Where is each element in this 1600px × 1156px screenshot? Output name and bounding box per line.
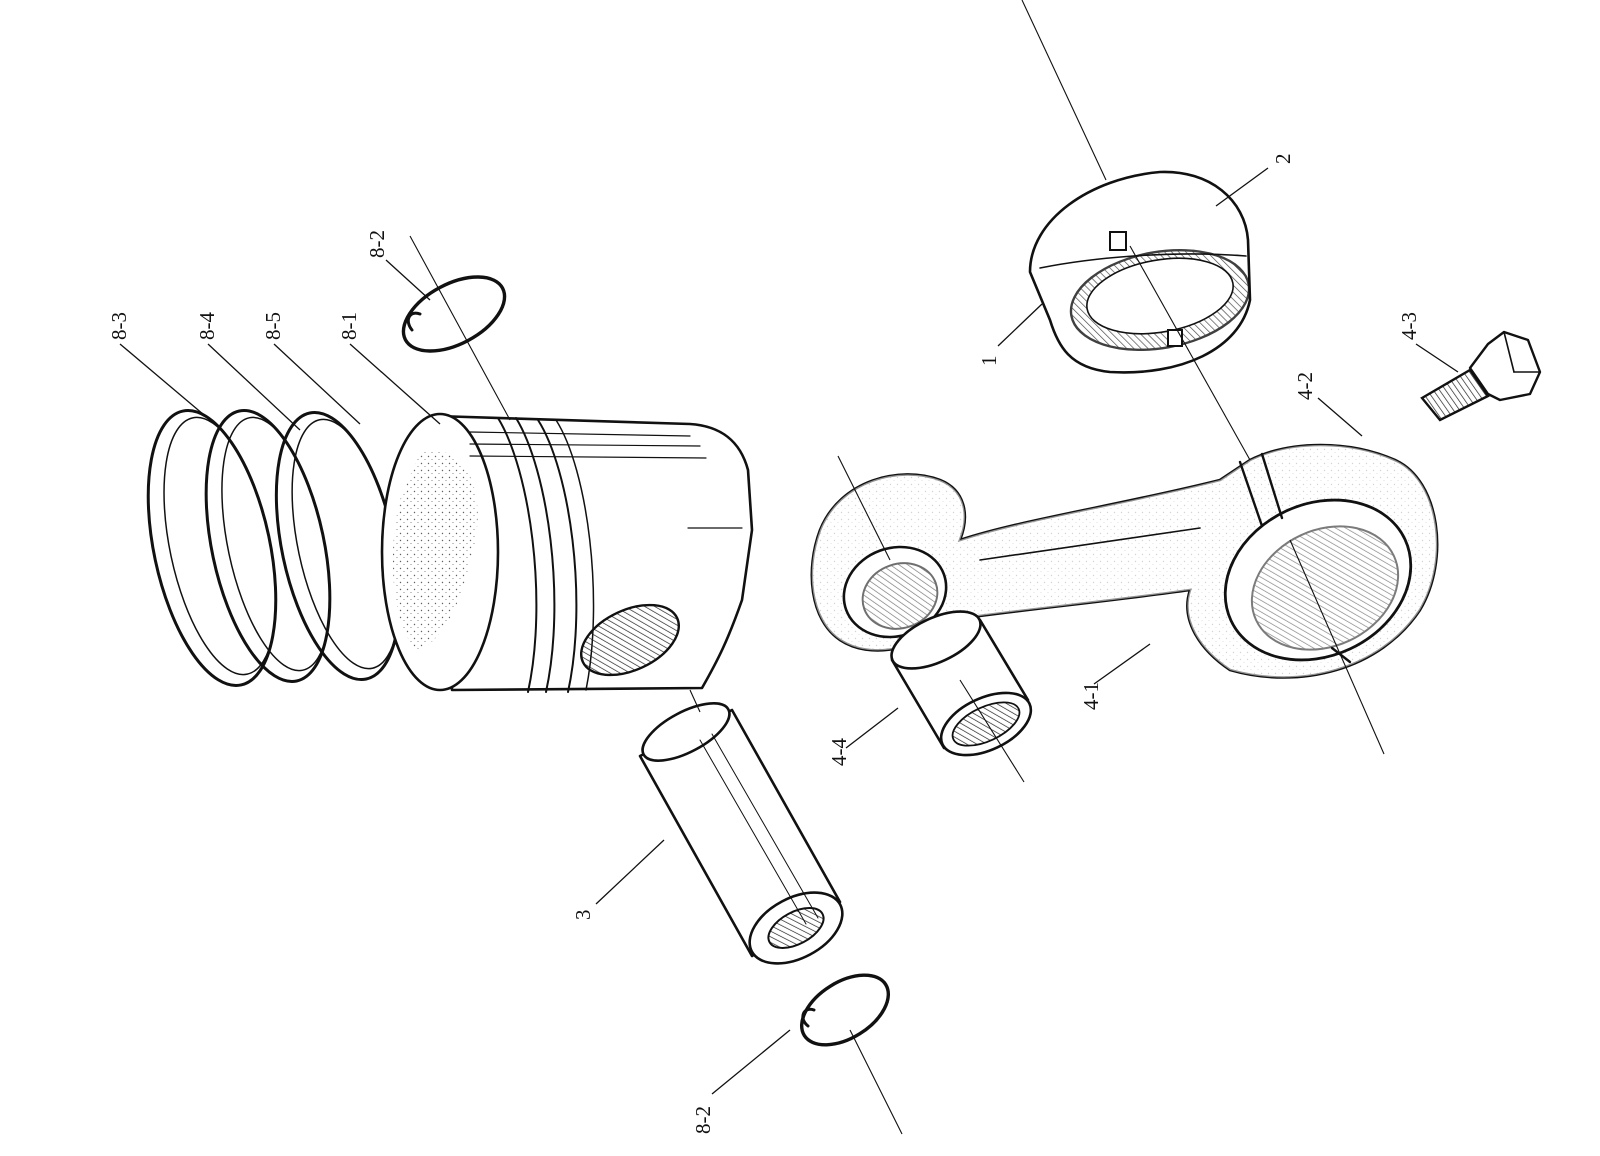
label-2: 2 (1271, 154, 1295, 165)
circlip-top (401, 275, 507, 353)
label-8-1: 8-1 (337, 312, 361, 340)
piston (380, 412, 754, 693)
label-3: 3 (571, 910, 595, 921)
label-8-3: 8-3 (107, 312, 131, 340)
label-8-2-top: 8-2 (365, 230, 389, 258)
label-1: 1 (977, 356, 1001, 367)
small-end-bush (890, 610, 1033, 757)
rod-bolt (1420, 330, 1542, 422)
circlip-bottom (799, 973, 891, 1047)
label-4-2: 4-2 (1293, 372, 1317, 400)
label-4-4: 4-4 (827, 738, 851, 766)
label-8-5: 8-5 (261, 312, 285, 340)
ring-top (146, 409, 278, 687)
piston-pin (638, 702, 844, 965)
label-8-2-bottom: 8-2 (691, 1106, 715, 1134)
label-8-4: 8-4 (195, 312, 219, 340)
label-4-1: 4-1 (1079, 682, 1103, 710)
ring-middle (204, 409, 332, 683)
bearing-shells (1028, 170, 1252, 374)
label-4-3: 4-3 (1397, 312, 1421, 340)
connecting-rod (810, 443, 1439, 679)
